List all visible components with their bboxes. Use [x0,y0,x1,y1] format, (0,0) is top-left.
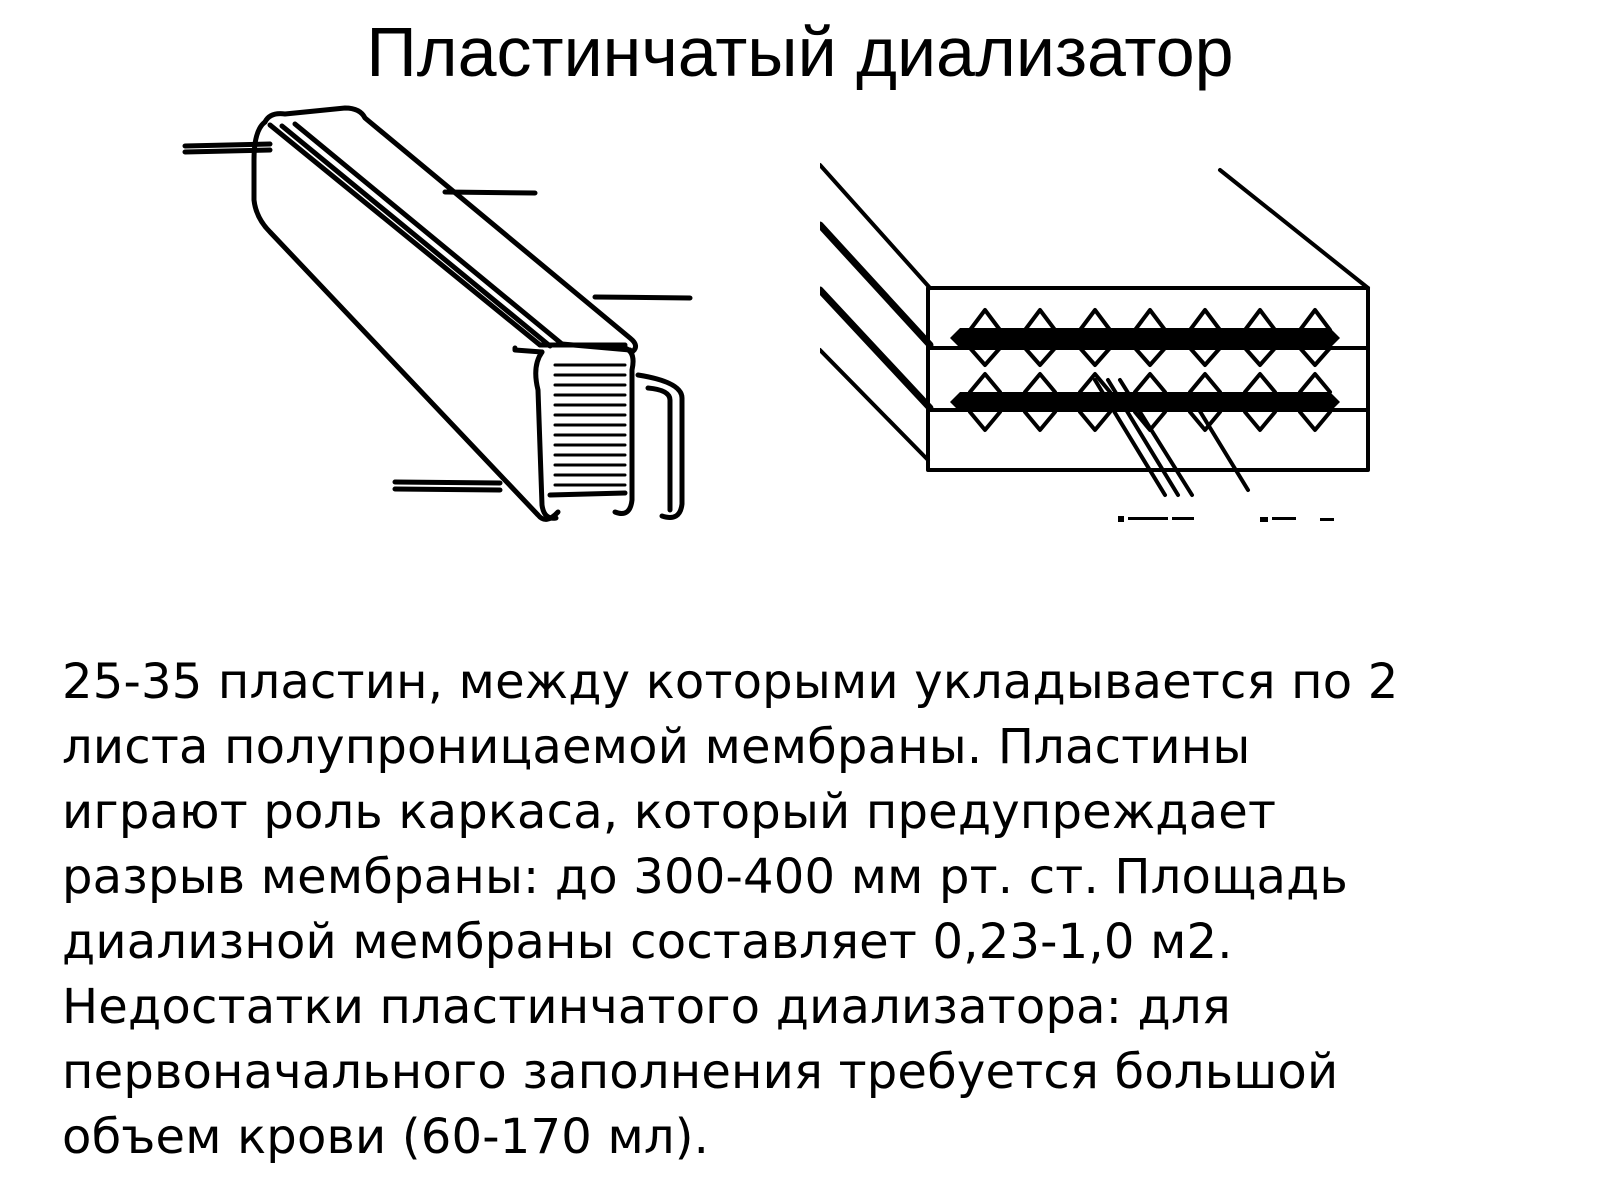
layer-lines [820,221,1370,412]
membrane-band-upper [950,308,1340,367]
body-line: диализной мембраны составляет 0,23-1,0 м… [62,914,1233,970]
body-line: Недостатки пластинчатого диализатора: дл… [62,979,1231,1035]
plate-stack-hatching [553,363,627,487]
slide-body-text: 25-35 пластин, между которыми укладывает… [62,650,1542,1170]
body-line: играют роль каркаса, который предупрежда… [62,784,1277,840]
membrane-layer-cross-section-illustration [820,163,1370,522]
dialyzer-body [251,105,685,522]
plate-dialyzer-assembly-illustration [182,105,693,522]
body-line: объем крови (60-170 мл). [62,1109,710,1165]
body-line: листа полупроницаемой мембраны. Пластины [62,719,1251,775]
body-line: разрыв мембраны: до 300-400 мм рт. ст. П… [62,849,1349,905]
illegible-caption-marks [1118,516,1334,522]
connector-tubes [182,141,693,493]
membrane-band-lower [950,372,1340,432]
body-line: 25-35 пластин, между которыми укладывает… [62,654,1399,710]
body-line: первоначального заполнения требуется бол… [62,1044,1339,1100]
flow-pointer-lines [1093,378,1250,497]
slide-title: Пластинчатый диализатор [366,13,1234,91]
